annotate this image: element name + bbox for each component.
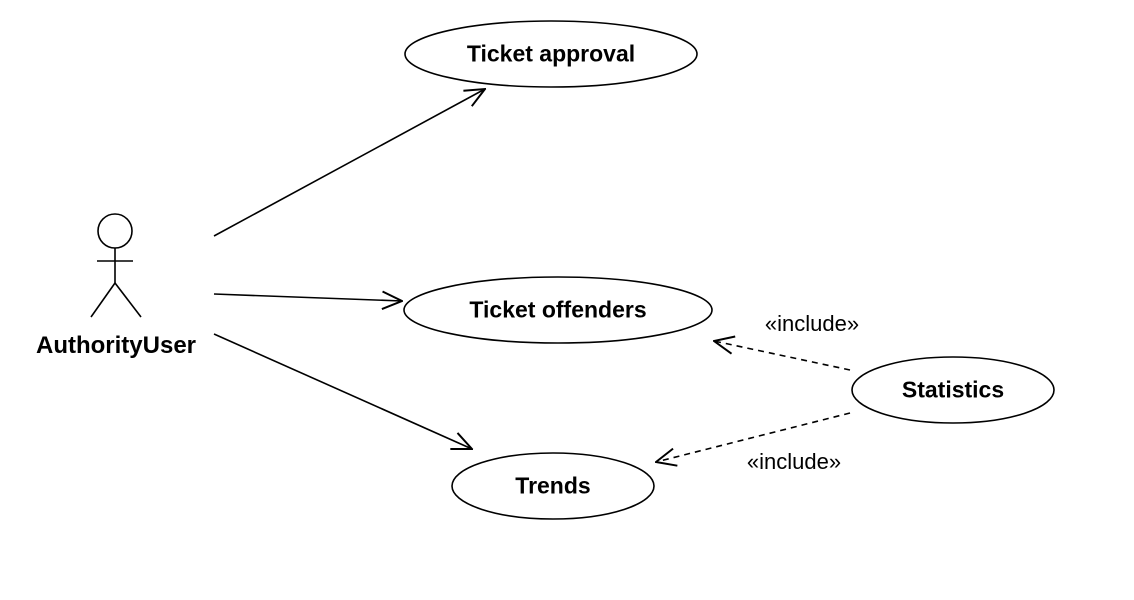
- actor-figure[interactable]: [90, 213, 142, 318]
- actor-left-leg: [90, 282, 116, 318]
- use-case-ticket-offenders[interactable]: [403, 276, 713, 344]
- use-case-statistics-label: Statistics: [901, 376, 1005, 403]
- use-case-statistics[interactable]: [851, 356, 1055, 424]
- association-ticket-offenders: [213, 294, 402, 301]
- actor-right-leg: [114, 282, 142, 318]
- use-case-ticket-offenders-label: Ticket offenders: [469, 296, 647, 323]
- include-arrow-trends: [656, 412, 851, 462]
- actor-name: AuthorityUser: [35, 332, 197, 359]
- use-case-trends-label: Trends: [515, 472, 591, 499]
- include-arrow-offenders: [714, 341, 851, 371]
- actor-head: [97, 213, 133, 249]
- use-case-trends[interactable]: [451, 452, 655, 520]
- use-case-ticket-approval[interactable]: [404, 20, 698, 88]
- association-trends: [213, 333, 472, 449]
- association-ticket-approval: [213, 89, 485, 237]
- use-case-ticket-approval-label: Ticket approval: [466, 40, 636, 67]
- include-label-trends: «include»: [746, 449, 842, 474]
- include-label-offenders: «include»: [764, 311, 860, 336]
